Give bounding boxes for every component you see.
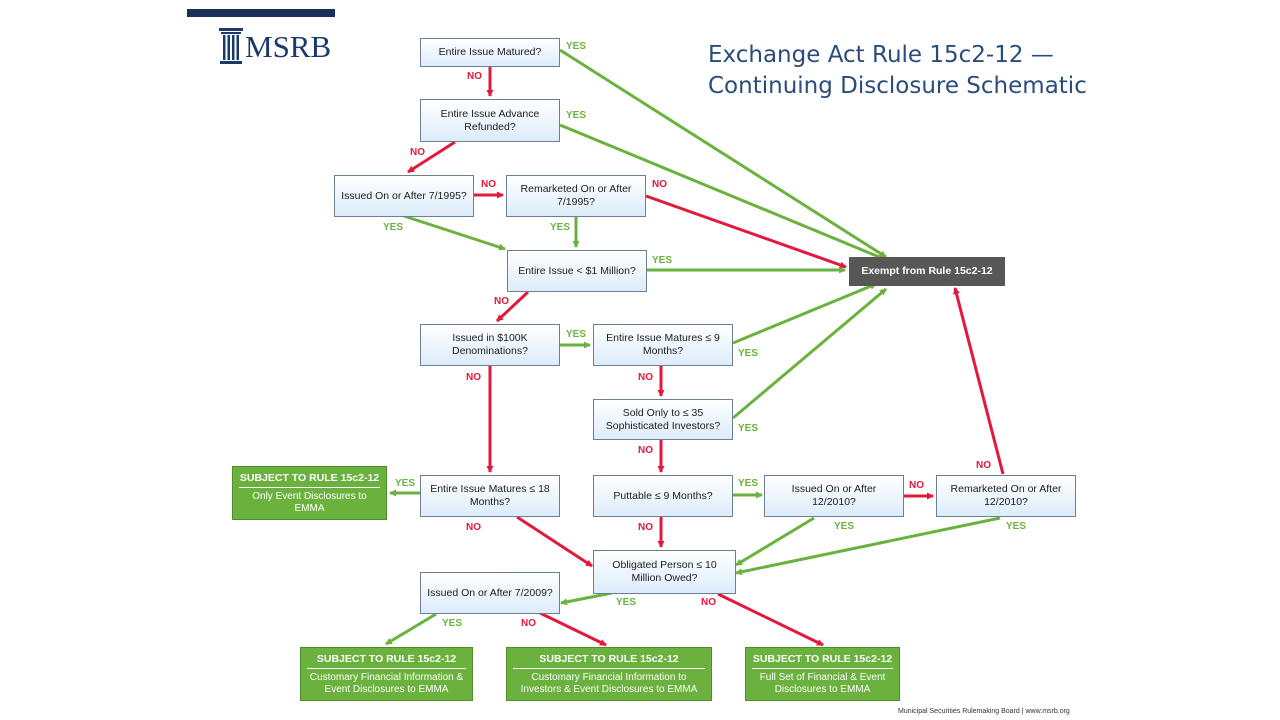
title-line-1: Exchange Act Rule 15c2-12 —: [708, 42, 1054, 68]
label-yes: YES: [550, 222, 571, 233]
node-remarketed-after-1995: Remarketed On or After 7/1995?: [506, 175, 646, 217]
arrow-issued2009-no: [539, 611, 607, 647]
arrow-under1m-no: [495, 290, 530, 323]
arrow-remarketed2010-no: [953, 287, 1005, 475]
node-exempt: Exempt from Rule 15c2-12: [849, 257, 1005, 286]
node-issue-under-1m: Entire Issue < $1 Million?: [507, 250, 647, 292]
label-no: NO: [521, 618, 536, 629]
arrow-remarketed1995-no: [645, 194, 847, 269]
arrow-issued2009-yes: [385, 612, 437, 646]
outcome-heading: SUBJECT TO RULE 15c2-12: [239, 472, 380, 488]
node-100k-denominations: Issued in $100K Denominations?: [420, 324, 560, 366]
label-no: NO: [976, 460, 991, 471]
label-no: NO: [638, 372, 653, 383]
label-no: NO: [909, 480, 924, 491]
label-no: NO: [410, 147, 425, 158]
label-yes: YES: [566, 41, 587, 52]
msrb-logo: MSRB: [219, 28, 339, 66]
label-yes: YES: [652, 255, 673, 266]
label-yes: YES: [566, 110, 587, 121]
label-yes: YES: [738, 478, 759, 489]
label-yes: YES: [1006, 521, 1027, 532]
outcome-body: Customary Financial Information & Event …: [309, 671, 464, 695]
label-yes: YES: [395, 478, 416, 489]
label-yes: YES: [738, 348, 759, 359]
outcome-event-disclosures-only: SUBJECT TO RULE 15c2-12 Only Event Discl…: [232, 466, 387, 520]
outcome-heading: SUBJECT TO RULE 15c2-12: [513, 653, 705, 669]
label-no: NO: [466, 522, 481, 533]
arrow-matured-yes: [559, 48, 887, 259]
label-yes: YES: [566, 329, 587, 340]
node-matures-18-months: Entire Issue Matures ≤ 18 Months?: [420, 475, 560, 517]
arrow-matures9m-yes: [732, 282, 877, 345]
node-obligated-person: Obligated Person ≤ 10 Million Owed?: [593, 550, 736, 594]
outcome-full-set: SUBJECT TO RULE 15c2-12 Full Set of Fina…: [745, 647, 900, 701]
footer-credit: Municipal Securities Rulemaking Board | …: [898, 708, 1070, 715]
node-matures-9-months: Entire Issue Matures ≤ 9 Months?: [593, 324, 733, 366]
node-remarketed-after-2010: Remarketed On or After 12/2010?: [936, 475, 1076, 517]
label-yes: YES: [738, 423, 759, 434]
label-no: NO: [466, 372, 481, 383]
node-issued-after-2010: Issued On or After 12/2010?: [764, 475, 904, 517]
arrow-matures18m-no: [516, 515, 593, 568]
outcome-heading: SUBJECT TO RULE 15c2-12: [307, 653, 466, 669]
node-issued-after-2009: Issued On or After 7/2009?: [420, 572, 560, 614]
node-puttable-9-months: Puttable ≤ 9 Months?: [593, 475, 733, 517]
top-accent-bar: [187, 9, 335, 17]
outcome-customary-emma: SUBJECT TO RULE 15c2-12 Customary Financ…: [300, 647, 473, 701]
node-entire-issue-matured: Entire Issue Matured?: [420, 38, 560, 67]
outcome-body: Customary Financial Information to Inves…: [520, 671, 698, 695]
label-no: NO: [701, 597, 716, 608]
outcome-body: Full Set of Financial & Event Disclosure…: [759, 671, 886, 695]
node-advance-refunded: Entire Issue Advance Refunded?: [420, 99, 560, 142]
arrow-issued2010-yes: [735, 516, 815, 567]
label-no: NO: [652, 179, 667, 190]
label-no: NO: [494, 296, 509, 307]
label-no: NO: [638, 522, 653, 533]
label-no: NO: [481, 179, 496, 190]
label-yes: YES: [834, 521, 855, 532]
arrow-issued1995-yes: [403, 214, 506, 251]
arrow-refunded-no: [407, 140, 456, 174]
arrow-obligated-no: [717, 592, 824, 647]
column-icon: [219, 28, 243, 64]
outcome-body: Only Event Disclosures to EMMA: [252, 490, 367, 514]
outcome-heading: SUBJECT TO RULE 15c2-12: [752, 653, 893, 669]
outcome-customary-investors: SUBJECT TO RULE 15c2-12 Customary Financ…: [506, 647, 712, 701]
arrow-obligated-yes: [560, 591, 613, 606]
label-no: NO: [638, 445, 653, 456]
arrow-sophisticated-yes: [732, 287, 887, 420]
label-yes: YES: [616, 597, 637, 608]
logo-text: MSRB: [245, 29, 332, 64]
node-sophisticated-investors: Sold Only to ≤ 35 Sophisticated Investor…: [593, 399, 733, 440]
label-yes: YES: [442, 618, 463, 629]
label-yes: YES: [383, 222, 404, 233]
node-issued-after-1995: Issued On or After 7/1995?: [334, 175, 474, 217]
title-line-2: Continuing Disclosure Schematic: [708, 73, 1087, 99]
arrow-remarketed2010-yes: [735, 516, 1001, 576]
page-title: Exchange Act Rule 15c2-12 — Continuing D…: [708, 40, 1128, 102]
arrow-refunded-yes: [559, 123, 885, 261]
label-no: NO: [467, 71, 482, 82]
